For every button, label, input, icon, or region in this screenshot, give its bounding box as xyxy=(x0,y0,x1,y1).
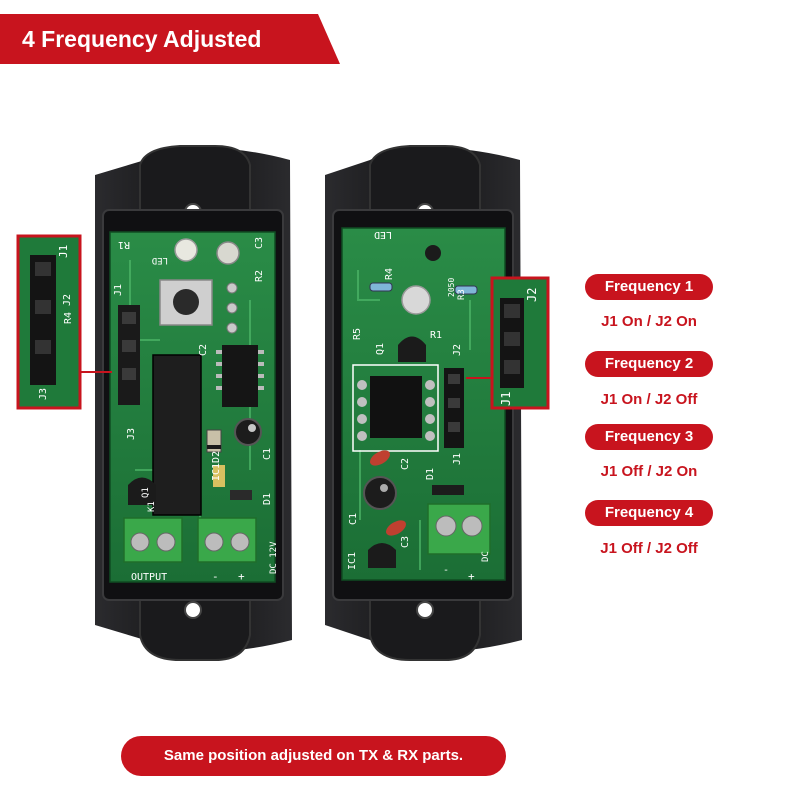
svg-text:R4: R4 xyxy=(63,312,74,324)
svg-text:K1: K1 xyxy=(147,501,157,512)
svg-text:J2: J2 xyxy=(525,288,539,302)
svg-text:J2: J2 xyxy=(62,294,73,306)
tx-jumper-callout: J1 R4 J2 J3 xyxy=(16,234,112,410)
svg-text:J1: J1 xyxy=(499,392,513,406)
svg-text:+: + xyxy=(468,570,475,583)
svg-text:OUTPUT: OUTPUT xyxy=(131,572,167,583)
svg-text:J1: J1 xyxy=(113,284,124,296)
rx-jumper-callout: J2 J1 xyxy=(466,276,550,410)
svg-text:R1: R1 xyxy=(430,330,442,341)
svg-text:IC1D2: IC1D2 xyxy=(211,451,222,481)
svg-text:-: - xyxy=(212,570,219,583)
title-banner xyxy=(0,14,340,64)
svg-text:R2: R2 xyxy=(254,270,265,282)
svg-text:IC1: IC1 xyxy=(347,552,358,570)
svg-text:DC 12V: DC 12V xyxy=(269,541,279,574)
svg-text:R1: R1 xyxy=(118,239,130,250)
svg-text:+: + xyxy=(238,570,245,583)
frequency-2-label: Frequency 2 xyxy=(585,351,713,377)
svg-text:-: - xyxy=(443,565,449,576)
footer-note: Same position adjusted on TX & RX parts. xyxy=(121,736,506,776)
frequency-4-label: Frequency 4 xyxy=(585,500,713,526)
svg-text:J2: J2 xyxy=(452,344,463,356)
frequency-1-setting: J1 On / J2 On xyxy=(601,313,697,330)
frequency-3-label: Frequency 3 xyxy=(585,424,713,450)
tx-pcb: R1 LED R2 C3 C2 J1 J3 IC1D2 C1 D1 Q1 K1 … xyxy=(109,231,279,583)
svg-text:C1: C1 xyxy=(348,513,359,525)
frequency-4-setting: J1 Off / J2 Off xyxy=(600,540,698,557)
frequency-2-setting: J1 On / J2 Off xyxy=(600,391,698,408)
frequency-3-setting: J1 Off / J2 On xyxy=(600,463,698,480)
svg-text:C3: C3 xyxy=(254,237,265,249)
svg-text:R5: R5 xyxy=(352,328,363,340)
svg-text:C2: C2 xyxy=(400,458,411,470)
svg-text:Q1: Q1 xyxy=(375,343,386,355)
svg-text:D1: D1 xyxy=(425,468,436,480)
svg-text:DC: DC xyxy=(481,551,491,562)
svg-text:C3: C3 xyxy=(400,536,411,548)
page-title: 4 Frequency Adjusted xyxy=(22,26,262,52)
svg-text:J3: J3 xyxy=(126,428,137,440)
svg-text:2050: 2050 xyxy=(447,278,456,297)
svg-text:Q1: Q1 xyxy=(141,487,151,498)
rx-pcb: LED R4 R3 2050 R1 R5 Q1 J2 J1 C2 D1 C1 C… xyxy=(341,227,506,583)
svg-text:J1: J1 xyxy=(452,453,463,465)
svg-text:R4: R4 xyxy=(384,268,395,280)
frequency-1-label: Frequency 1 xyxy=(585,274,713,300)
svg-text:J1: J1 xyxy=(57,245,70,258)
svg-text:C2: C2 xyxy=(198,344,209,356)
svg-text:C1: C1 xyxy=(262,448,273,460)
svg-text:LED: LED xyxy=(374,229,392,240)
svg-text:J3: J3 xyxy=(38,388,49,400)
svg-text:LED: LED xyxy=(152,255,168,265)
svg-text:R3: R3 xyxy=(457,289,467,300)
svg-text:D1: D1 xyxy=(262,493,273,505)
